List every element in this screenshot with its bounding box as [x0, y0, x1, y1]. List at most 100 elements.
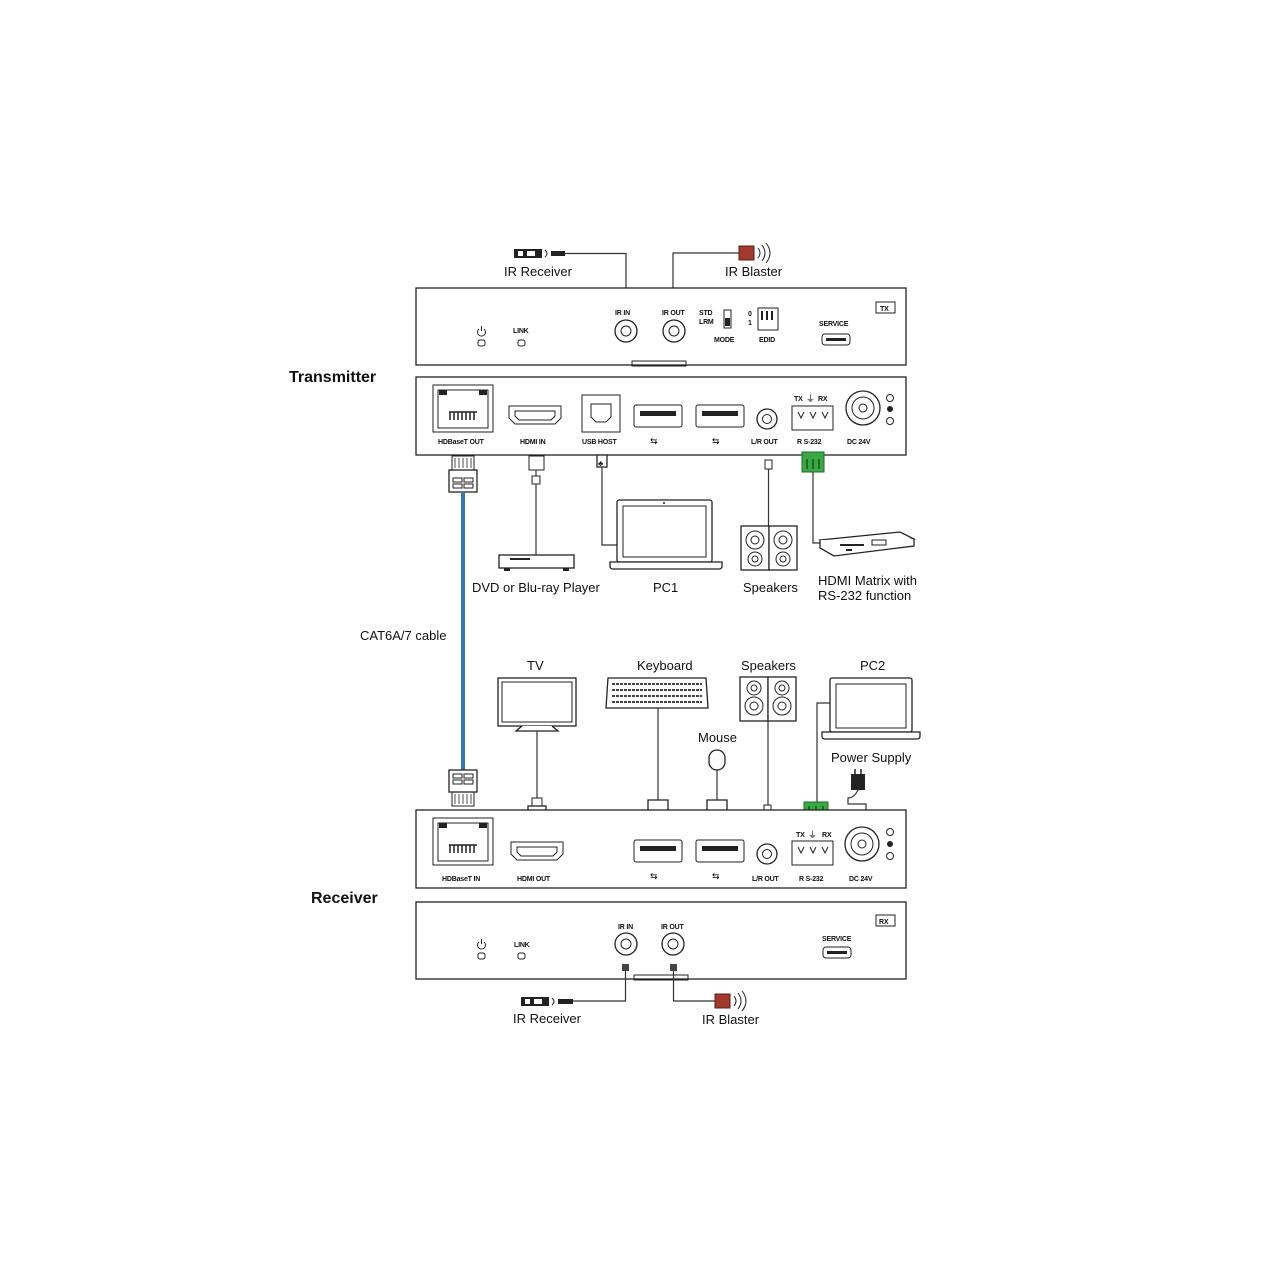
svg-text:♣: ♣ [598, 459, 604, 468]
tx-service-label: SERVICE [819, 321, 849, 328]
usb-a-port-1 [633, 839, 683, 863]
rx-rs232-label: R S-232 [799, 876, 824, 883]
rx-ir-out-jack [661, 932, 685, 956]
power-led [477, 952, 486, 960]
tx-ir-in-jack [614, 319, 638, 343]
rx-lr-out-label: L/R OUT [752, 876, 780, 883]
usb-icon: ⇆ [712, 872, 720, 882]
rx-dc-label: DC 24V [849, 876, 873, 883]
tx-ir-blaster-label: IR Blaster [725, 264, 783, 279]
rx-service-label: SERVICE [822, 936, 852, 943]
rx-badge: RX [879, 919, 889, 926]
dc-power-jack [844, 826, 880, 862]
pc2-label: PC2 [860, 658, 885, 673]
transmitter-front-panel: TX LINK IR IN IR OUT STD LRM MODE 0 1 ED… [415, 287, 907, 367]
rx-ir-in-jack [614, 932, 638, 956]
receiver-rear-panel: HDBaseT IN HDMI OUT ⇆ ⇆ L/R OUT TX ⏚ RX … [415, 809, 907, 889]
tx-speakers-label: Speakers [743, 580, 798, 595]
keyboard: Keyboard ♣ [605, 658, 709, 833]
usb-icon: ⇆ [712, 437, 720, 447]
link-led [517, 952, 526, 960]
mouse-label: Mouse [698, 730, 737, 745]
lr-out-jack [756, 843, 778, 865]
cat-cable [448, 455, 478, 807]
hdmi-matrix: HDMI Matrix with RS-232 function [801, 451, 917, 603]
tx-hdbaset-label: HDBaseT OUT [438, 439, 485, 446]
rx-ir-receiver: IR Receiver [513, 964, 629, 1026]
rx-ir-blaster: IR Blaster [670, 964, 760, 1027]
tx-edid-label: EDID [759, 337, 775, 344]
power-led [477, 339, 486, 347]
rs232-terminal [791, 840, 834, 866]
tx-ir-receiver-label: IR Receiver [504, 264, 573, 279]
dvd-player: DVD or Blu-ray Player [472, 455, 601, 595]
tx-ir-in-label: IR IN [615, 310, 630, 317]
pc1-laptop: ♣ PC1 [596, 454, 723, 595]
tx-hdmi-label: HDMI IN [520, 439, 546, 446]
pc2-laptop: PC2 [803, 658, 921, 817]
rx-rs232-tx-label: TX [796, 832, 805, 839]
ground-icon: ⏚ [806, 394, 815, 404]
power-icon [477, 326, 486, 337]
usb-a-port-2 [695, 839, 745, 863]
tx-sw0-label: 0 [748, 311, 752, 318]
rx-speakers-label: Speakers [741, 658, 796, 673]
tx-badge: TX [880, 306, 889, 313]
matrix-label-line2: RS-232 function [818, 588, 911, 603]
tx-ir-blaster: IR Blaster [672, 242, 783, 293]
rx-ir-out-label: IR OUT [661, 924, 684, 931]
receiver-front-panel: RX LINK IR IN IR OUT SERVICE [415, 901, 907, 981]
lr-out-jack [756, 408, 778, 430]
keyboard-label: Keyboard [637, 658, 693, 673]
tx-lr-out-label: L/R OUT [751, 439, 779, 446]
power-supply-label: Power Supply [831, 750, 912, 765]
rx-speakers: Speakers [739, 658, 797, 815]
tx-mode-label: MODE [714, 337, 735, 344]
tv: TV [497, 658, 577, 836]
tx-ir-receiver: IR Receiver [504, 249, 627, 292]
cable-label: CAT6A/7 cable [360, 628, 446, 643]
power-icon [477, 939, 486, 950]
rs232-terminal [791, 405, 834, 431]
edid-dip-switch[interactable] [757, 307, 779, 331]
rx-hdmi-label: HDMI OUT [517, 876, 551, 883]
tx-ir-out-jack [662, 319, 686, 343]
usb-b-port [581, 394, 621, 433]
tx-usb-host-label: USB HOST [582, 439, 617, 446]
service-port [821, 333, 851, 346]
usb-icon: ⇆ [650, 437, 658, 447]
ground-icon: ⏚ [808, 830, 817, 840]
rj45-port-icon [432, 817, 494, 866]
rx-rs232-rx-label: RX [822, 832, 832, 839]
usb-a-port-2 [695, 404, 745, 428]
hdmi-port-icon [508, 405, 562, 425]
tx-std-label: STD [699, 310, 713, 317]
mode-switch[interactable] [723, 309, 732, 329]
usb-icon: ⇆ [650, 872, 658, 882]
tx-lrm-label: LRM [699, 319, 714, 326]
usb-a-port-1 [633, 404, 683, 428]
dc-power-jack [845, 390, 881, 426]
hdmi-port-icon [510, 841, 564, 861]
rx-ir-receiver-label: IR Receiver [513, 1011, 582, 1026]
service-port [822, 946, 852, 959]
rx-ir-blaster-label: IR Blaster [702, 1012, 760, 1027]
tx-link-label: LINK [513, 328, 529, 335]
matrix-label-line1: HDMI Matrix with [818, 573, 917, 588]
rx-hdbaset-label: HDBaseT IN [442, 876, 480, 883]
pc1-label: PC1 [653, 580, 678, 595]
transmitter-label: Transmitter [289, 369, 376, 386]
rj45-port-icon [432, 384, 494, 433]
tx-rs232-label: R S-232 [797, 439, 822, 446]
receiver-label: Receiver [311, 890, 378, 907]
dvd-label: DVD or Blu-ray Player [472, 580, 601, 595]
transmitter-rear-panel: HDBaseT OUT HDMI IN USB HOST ⇆ ⇆ L/R OUT… [415, 376, 907, 456]
tx-sw1-label: 1 [748, 320, 752, 327]
rx-link-label: LINK [514, 942, 530, 949]
tx-rs232-tx-label: TX [794, 396, 803, 403]
tx-speakers: Speakers [740, 459, 798, 595]
tx-rs232-rx-label: RX [818, 396, 828, 403]
link-led [517, 339, 526, 347]
tx-dc-label: DC 24V [847, 439, 871, 446]
